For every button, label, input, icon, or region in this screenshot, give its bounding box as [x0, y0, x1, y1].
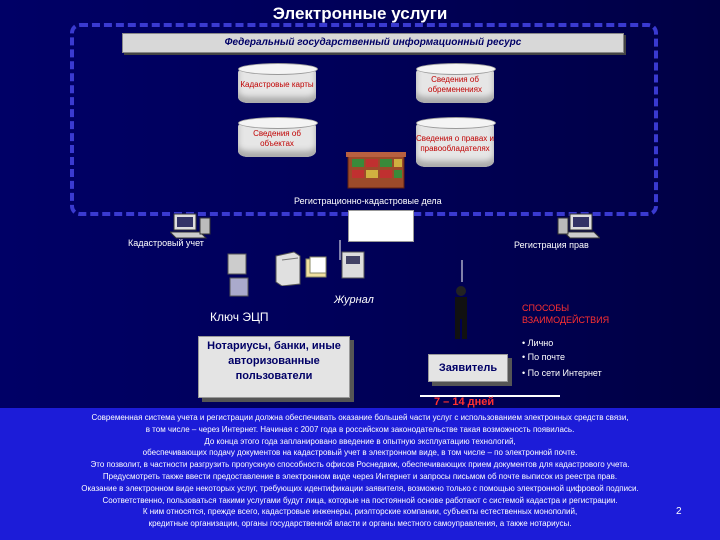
- description-text: Современная система учета и регистрации …: [0, 408, 720, 540]
- processing-days: 7 – 14 дней: [434, 396, 495, 408]
- archive-cabinet-icon: [346, 152, 406, 189]
- applicant-box: Заявитель: [428, 354, 508, 382]
- interaction-method-2: • По почте: [522, 352, 566, 362]
- description-line: Оказание в электронном виде некоторых ус…: [81, 483, 639, 493]
- description-line: Современная система учета и регистрации …: [91, 413, 629, 422]
- server-icon: [275, 251, 301, 286]
- description-line: До конца этого года запланировано введен…: [204, 436, 516, 446]
- document-folder-icon: [305, 256, 327, 278]
- federal-resource-banner: Федеральный государственный информационн…: [122, 33, 624, 53]
- flow-arrows: [0, 0, 720, 408]
- registration-cases-label: Регистрационно-кадастровые дела: [294, 196, 442, 206]
- description-line: обеспечивающих подачу документов на када…: [142, 448, 578, 458]
- description-line: Предусмотреть также ввести предоставлени…: [102, 471, 618, 481]
- office-icon: [227, 253, 249, 297]
- interaction-method-1: • Лично: [522, 338, 554, 348]
- document-sheet: [348, 210, 414, 242]
- computer-right-icon: [557, 213, 600, 239]
- computer-left-icon: [170, 213, 211, 239]
- ecp-key-label: Ключ ЭЦП: [210, 310, 269, 324]
- description-line: Это позволит, в частности разгрузить про…: [90, 460, 630, 470]
- description-line: в том числе – через Интернет. Начиная с …: [145, 424, 575, 434]
- db-encumbrances: Сведения об обременениях: [416, 63, 496, 103]
- notaries-box: Нотариусы, банки, иные авторизованные по…: [198, 336, 350, 398]
- applicant-person-icon: [455, 286, 467, 339]
- journal-label: Журнал: [334, 294, 374, 306]
- interaction-method-3: • По сети Интернет: [522, 368, 602, 378]
- scanner-icon: [341, 251, 365, 279]
- page-title: Электронные услуги: [272, 4, 448, 23]
- cadastral-accounting-label: Кадастровый учет: [128, 238, 204, 248]
- description-line: кредитные организации, органы государств…: [148, 519, 572, 529]
- description-line: Соответственно, пользоваться такими услу…: [102, 495, 618, 505]
- rights-registration-label: Регистрация прав: [514, 240, 589, 250]
- description-line: К ним относятся, прежде всего, кадастров…: [142, 507, 578, 517]
- db-rights: Сведения о правах и правообладателях: [416, 117, 496, 167]
- page-number: 2: [676, 506, 682, 517]
- db-objects: Сведения об объектах: [238, 117, 318, 157]
- db-cadastral-maps: Кадастровые карты: [238, 63, 318, 103]
- interaction-title: СПОСОБЫ ВЗАИМОДЕЙСТВИЯ: [522, 303, 610, 325]
